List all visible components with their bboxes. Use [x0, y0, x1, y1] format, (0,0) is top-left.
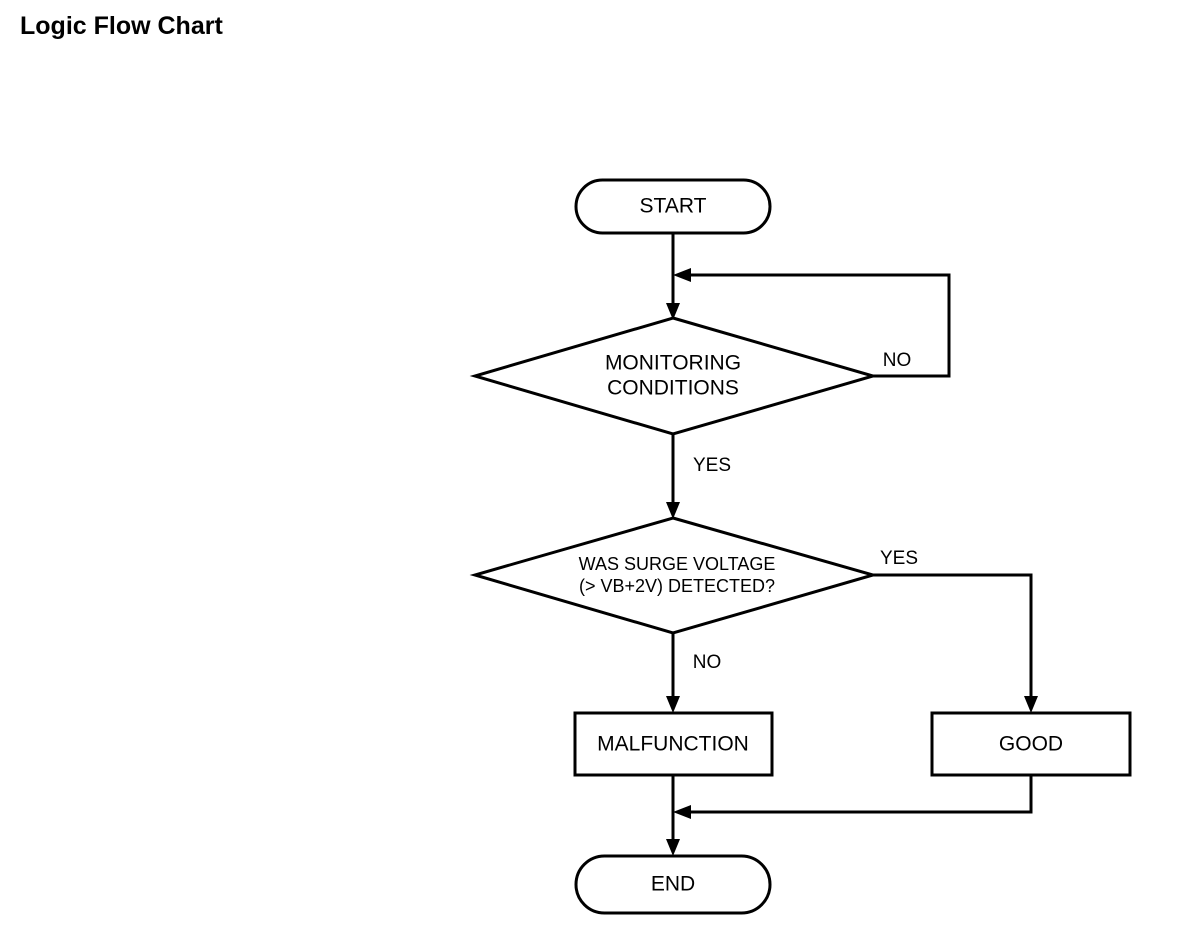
node-end[interactable]: END [574, 854, 772, 915]
arrowhead-down [666, 502, 680, 519]
edge-monitoring-no-loop [673, 268, 951, 378]
node-good[interactable]: GOOD [930, 711, 1132, 777]
edge-label-surge-no: NO [693, 652, 722, 673]
edge-surge-no [666, 633, 680, 713]
node-end-label: END [651, 873, 695, 896]
edge-surge-yes [873, 573, 1038, 713]
edge-label-monitoring-yes: YES [693, 455, 731, 476]
connector-line [684, 273, 951, 378]
node-monitoring-label-line2: CONDITIONS [607, 377, 739, 400]
edge-label-surge-yes: YES [880, 548, 918, 569]
node-monitoring-conditions[interactable]: MONITORING CONDITIONS [469, 316, 879, 436]
connector-line [684, 775, 1033, 814]
process-shape [930, 711, 1132, 777]
terminator-shape [574, 178, 772, 235]
edge-malfunction-to-end [666, 775, 680, 856]
node-start[interactable]: START [574, 178, 772, 235]
node-malfunction[interactable]: MALFUNCTION [573, 711, 774, 777]
decision-shape [469, 516, 879, 635]
terminator-shape [574, 854, 772, 915]
decision-shape [469, 316, 879, 436]
arrowhead-down [666, 839, 680, 856]
node-monitoring-label-line1: MONITORING [605, 352, 741, 375]
edge-label-monitoring-no: NO [883, 350, 912, 371]
node-surge-label-line1: WAS SURGE VOLTAGE [579, 554, 776, 574]
edge-good-to-merge [673, 775, 1033, 819]
edge-start-to-monitoring [666, 233, 680, 320]
edge-monitoring-yes [666, 434, 680, 519]
arrowhead-left [673, 268, 691, 282]
arrowhead-down [666, 696, 680, 713]
node-start-label: START [640, 195, 707, 218]
arrowhead-down [1024, 696, 1038, 713]
process-shape [573, 711, 774, 777]
node-surge-label-line2: (> VB+2V) DETECTED? [579, 576, 775, 596]
arrowhead-left [673, 805, 691, 819]
connector-line [873, 573, 1033, 704]
arrowhead-down [666, 303, 680, 320]
page-title: Logic Flow Chart [20, 12, 223, 40]
node-surge-voltage[interactable]: WAS SURGE VOLTAGE (> VB+2V) DETECTED? [469, 516, 879, 635]
node-malfunction-label: MALFUNCTION [597, 733, 749, 756]
node-good-label: GOOD [999, 733, 1063, 756]
